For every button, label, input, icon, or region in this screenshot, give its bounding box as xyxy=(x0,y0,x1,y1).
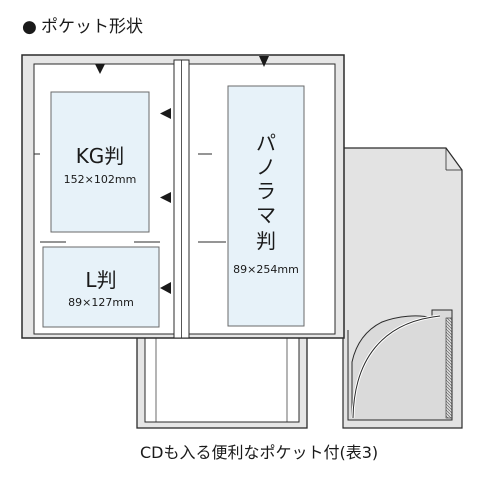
pocket-l-name: L判 xyxy=(85,268,116,292)
pocket-panorama: パ ノ ラ マ 判 89×254mm xyxy=(227,85,305,327)
heading: ● ポケット形状 xyxy=(22,17,143,37)
insertion-arrows xyxy=(95,56,269,294)
pocket-kg-name: KG判 xyxy=(76,144,125,168)
pocket-panorama-char: ラ xyxy=(256,179,276,203)
pocket-panorama-char: ノ xyxy=(256,155,276,179)
heading-title: ポケット形状 xyxy=(41,17,143,37)
pocket-l: L判 89×127mm xyxy=(42,246,160,328)
cd-pocket xyxy=(347,309,453,421)
binder-bottom-extension xyxy=(136,329,308,429)
pocket-kg-size: 152×102mm xyxy=(64,173,137,186)
arrow-left-kg-bottom-icon xyxy=(160,192,171,203)
pocket-panorama-char: パ xyxy=(256,131,276,155)
pocket-panorama-char: マ xyxy=(256,203,276,227)
heading-bullet: ● xyxy=(22,17,37,37)
pocket-panorama-char: 判 xyxy=(256,229,276,253)
pocket-kg: KG判 152×102mm xyxy=(50,91,150,233)
arrow-left-l-icon xyxy=(160,282,171,294)
arrow-down-left-icon xyxy=(95,64,105,74)
pocket-panorama-size: 89×254mm xyxy=(233,263,299,276)
caption: CDも入る便利なポケット付(表3) xyxy=(140,443,378,462)
arrow-left-kg-top-icon xyxy=(160,108,171,119)
pocket-l-size: 89×127mm xyxy=(68,296,134,309)
arrow-down-right-icon xyxy=(259,56,269,67)
